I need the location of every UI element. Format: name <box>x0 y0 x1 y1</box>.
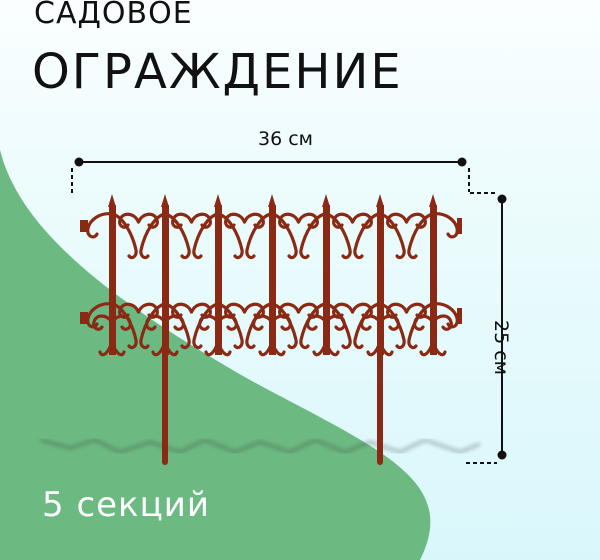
width-dimension-line <box>71 157 497 194</box>
fence-icon <box>80 194 462 465</box>
fence-shadow <box>39 438 481 454</box>
height-dimension-line <box>466 194 507 464</box>
sections-count-label: 5 секций <box>42 485 210 525</box>
title-line-2: ОГРАЖДЕНИЕ <box>32 44 403 100</box>
height-label: 25 см <box>490 320 512 375</box>
title-line-1: САДОВОЕ <box>34 0 193 31</box>
green-background-shape <box>0 150 431 560</box>
width-label: 36 см <box>258 128 313 150</box>
